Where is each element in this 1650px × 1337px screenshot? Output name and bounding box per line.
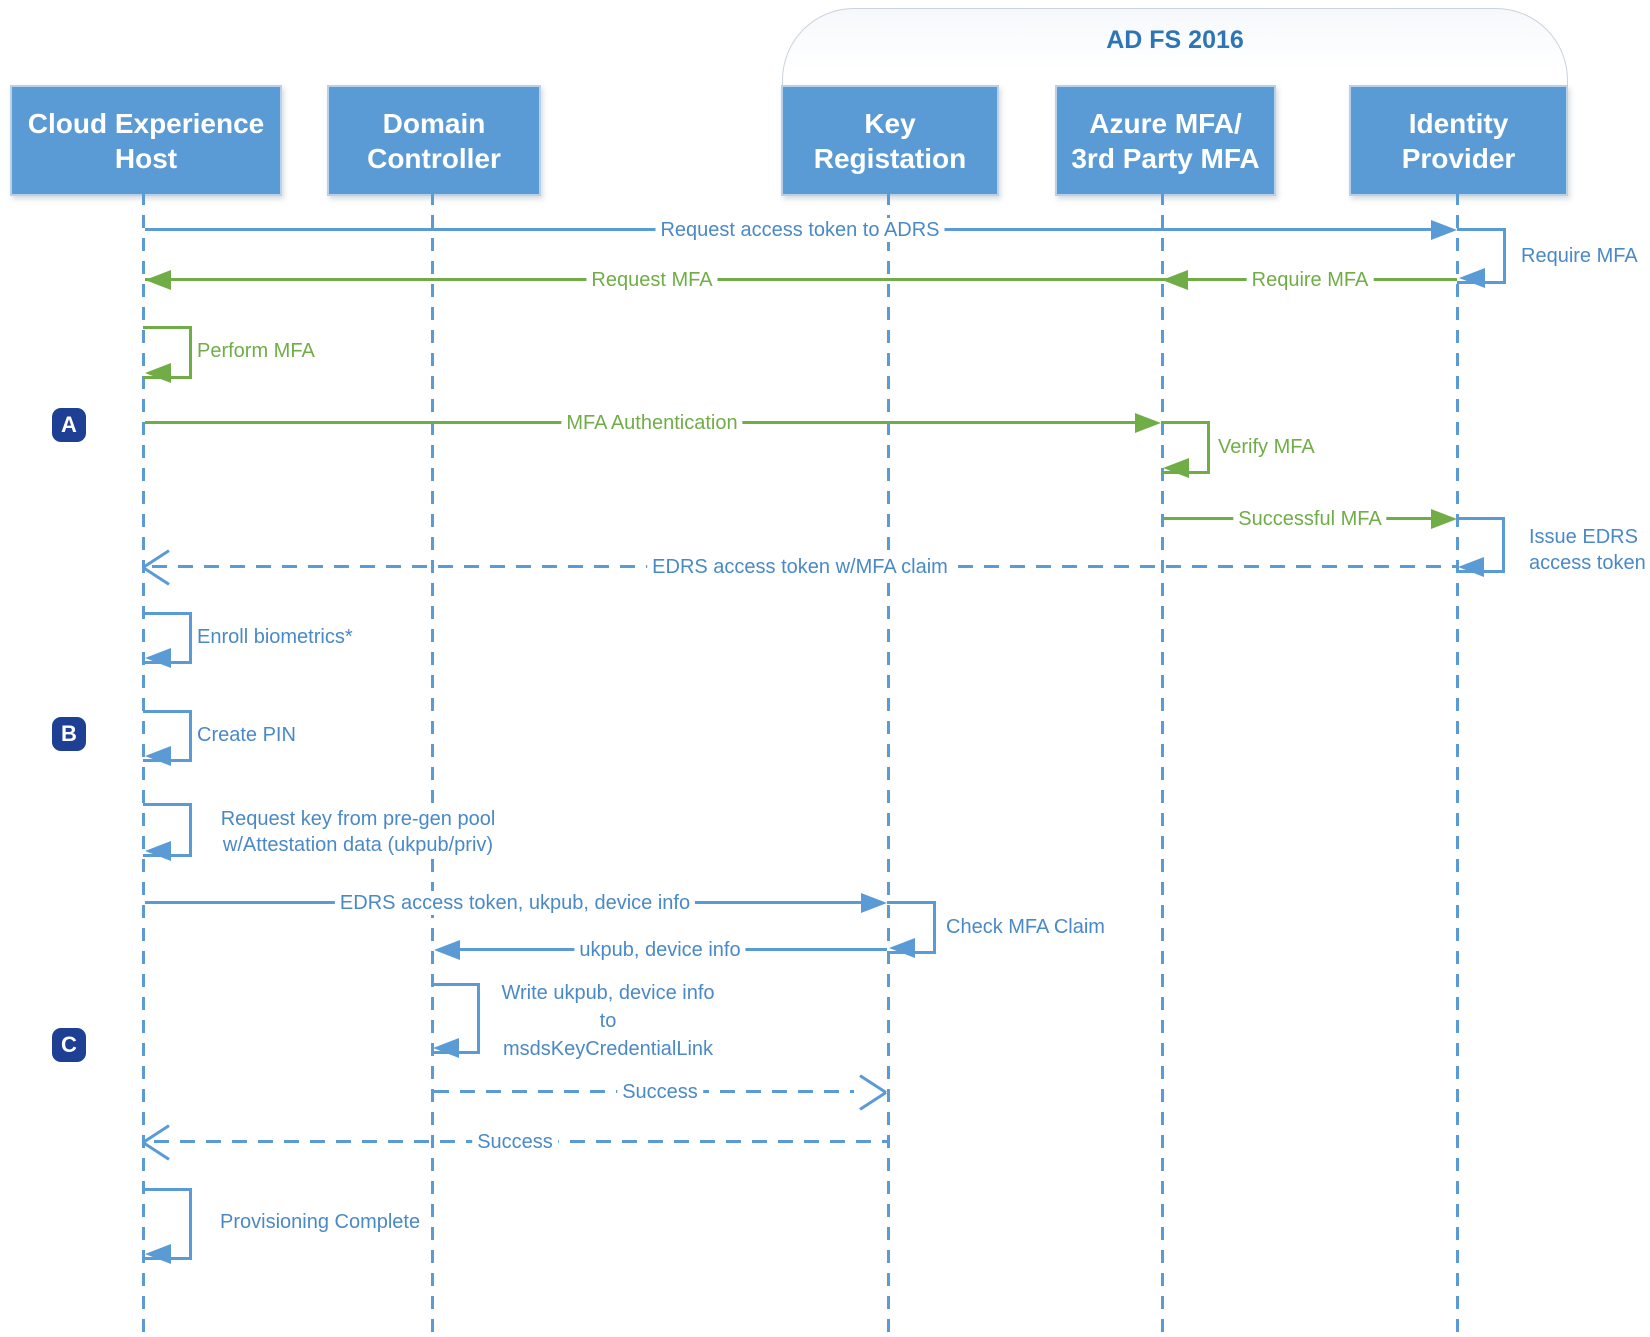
arrowhead-right-icon: [861, 893, 887, 913]
actor-label: Domain: [382, 107, 486, 139]
msg-verify-mfa-label: Verify MFA: [1213, 435, 1320, 459]
arrowhead-left-icon: [145, 270, 171, 290]
arrowhead-left-icon: [889, 938, 915, 958]
actor-domain-controller: Domain Controller: [327, 85, 541, 196]
msg-issue-edrs-line2: access token: [1529, 552, 1646, 574]
msg-successful-mfa-label: Successful MFA: [1233, 507, 1387, 531]
msg-provisioning-complete-label: Provisioning Complete: [215, 1210, 426, 1234]
msg-success-kr-ceh-label: Success: [472, 1130, 558, 1154]
actor-label: Key: [864, 107, 916, 139]
arrowhead-right-icon: [1431, 509, 1457, 529]
actor-cloud-experience-host: Cloud Experience Host: [10, 85, 282, 196]
lifeline-azure-mfa: [1161, 192, 1164, 1334]
open-arrowhead-left-icon: [143, 551, 175, 583]
adfs-group-bracket: [782, 8, 1568, 86]
msg-check-mfa-claim-label: Check MFA Claim: [941, 915, 1110, 939]
msg-request-mfa-label: Request MFA: [586, 268, 718, 292]
actor-label: Cloud Experience: [27, 107, 265, 139]
actor-label: Azure MFA/: [1089, 107, 1242, 139]
arrowhead-left-icon: [1162, 270, 1188, 290]
msg-ukpub-device-label: ukpub, device info: [574, 938, 746, 962]
msg-write-ukpub-line3: msdsKeyCredentialLink: [502, 1038, 714, 1060]
msg-request-key-label: Request key from pre-gen pool w/Attestat…: [215, 806, 501, 858]
lifeline-key-registation: [887, 192, 890, 1334]
lifeline-domain-controller: [431, 192, 434, 1334]
actor-label: 3rd Party MFA: [1071, 142, 1260, 174]
msg-edrs-token-claim-label: EDRS access token w/MFA claim: [647, 555, 953, 579]
msg-require-mfa-green-label: Require MFA: [1246, 268, 1374, 292]
msg-issue-edrs-line1: Issue EDRS: [1529, 526, 1638, 548]
arrowhead-left-icon: [145, 648, 171, 668]
msg-create-pin-label: Create PIN: [192, 723, 301, 747]
actor-identity-provider: Identity Provider: [1349, 85, 1568, 196]
arrowhead-left-icon: [1459, 268, 1485, 288]
msg-request-access-token-label: Request access token to ADRS: [655, 218, 945, 242]
arrowhead-right-icon: [1431, 220, 1457, 240]
msg-enroll-biometrics-label: Enroll biometrics*: [192, 625, 358, 649]
msg-write-ukpub-line1: Write ukpub, device info: [501, 982, 715, 1004]
msg-edrs-ukpub-device-label: EDRS access token, ukpub, device info: [334, 891, 696, 915]
open-arrowhead-right-icon: [854, 1076, 886, 1108]
msg-issue-edrs-label: Issue EDRS access token: [1524, 524, 1650, 576]
actor-azure-mfa: Azure MFA/ 3rd Party MFA: [1055, 85, 1276, 196]
msg-perform-mfa-label: Perform MFA: [192, 339, 320, 363]
arrowhead-left-icon: [434, 940, 460, 960]
arrowhead-left-icon: [145, 746, 171, 766]
msg-request-mfa-line: [145, 278, 1457, 281]
lifeline-identity-provider: [1456, 192, 1459, 1334]
arrowhead-left-icon: [145, 363, 171, 383]
step-badge-b: B: [52, 717, 86, 751]
open-arrowhead-left-icon: [143, 1126, 175, 1158]
lifeline-cloud-experience-host: [142, 192, 145, 1334]
arrowhead-left-icon: [1458, 557, 1484, 577]
arrowhead-right-icon: [1135, 413, 1161, 433]
actor-label: Host: [114, 142, 178, 174]
arrowhead-left-icon: [1163, 458, 1189, 478]
msg-write-ukpub-label: Write ukpub, device info to msdsKeyCrede…: [496, 979, 720, 1063]
adfs-group-label: AD FS 2016: [1106, 26, 1244, 54]
msg-require-mfa-idp-label: Require MFA: [1516, 244, 1643, 268]
arrowhead-left-icon: [145, 841, 171, 861]
arrowhead-left-icon: [433, 1038, 459, 1058]
actor-label: Provider: [1401, 142, 1516, 174]
msg-success-dc-kr-label: Success: [617, 1080, 703, 1104]
msg-mfa-authentication-label: MFA Authentication: [561, 411, 743, 435]
msg-request-key-line2: w/Attestation data (ukpub/priv): [222, 834, 494, 856]
actor-key-registation: Key Registation: [781, 85, 999, 196]
actor-label: Controller: [367, 142, 501, 174]
step-badge-c: C: [52, 1028, 86, 1062]
step-badge-a: A: [52, 408, 86, 442]
msg-write-ukpub-line2: to: [599, 1010, 617, 1032]
arrowhead-left-icon: [145, 1244, 171, 1264]
msg-request-key-line1: Request key from pre-gen pool: [220, 808, 496, 830]
actor-label: Registation: [813, 142, 967, 174]
actor-label: Identity: [1408, 107, 1509, 139]
